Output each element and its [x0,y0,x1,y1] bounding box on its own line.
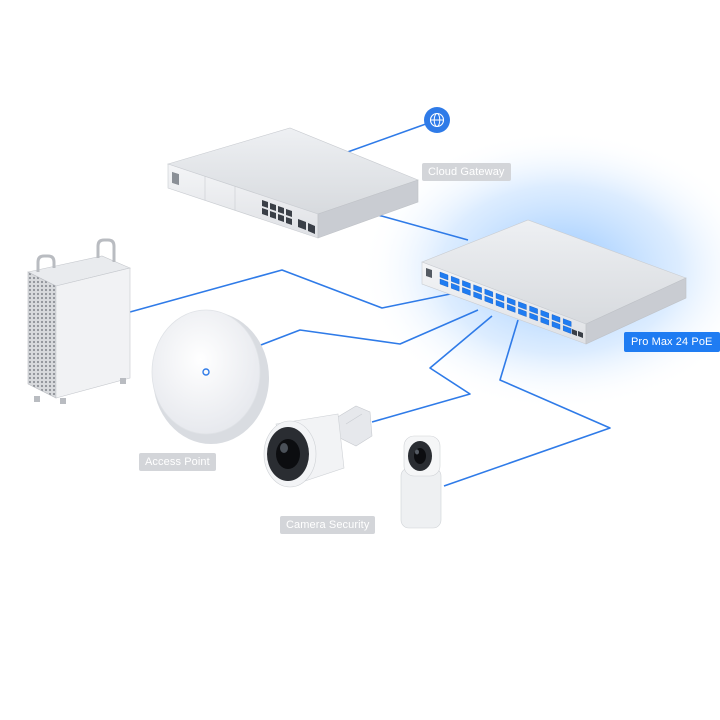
access-point-device [151,309,269,444]
cable-internet [341,119,438,155]
bullet-camera-device [263,405,373,488]
switch-port [563,325,572,334]
mac-pro-device [27,238,131,404]
globe-icon [424,107,450,133]
switch-port [473,291,482,301]
cable-camera-dome [443,319,611,487]
switch-port [484,288,493,298]
switch-port [462,287,471,296]
dome-camera-device [400,435,442,529]
access-point-label: Access Point [139,453,216,471]
cloud-gateway-label: Cloud Gateway [422,163,511,181]
switch-ports [439,271,583,338]
switch-sfp-port [578,331,583,338]
switch-port [540,316,549,326]
switch-device [421,219,687,345]
switch-port [540,309,549,319]
cable-camera-bullet [371,315,493,423]
switch-sfp-port [572,329,577,336]
switch-label: Pro Max 24 PoE [624,332,720,352]
switch-port [529,305,538,315]
camera-label: Camera Security [280,516,376,534]
switch-port [462,280,471,289]
switch-port [507,297,516,306]
switch-port [495,292,505,302]
switch-port [451,282,460,292]
cable-access-point [231,309,479,357]
switch-port [551,314,561,323]
switch-port [529,312,538,322]
switch-port [473,284,482,294]
switch-port [518,301,527,310]
switch-port [451,275,460,285]
switch-port [507,304,516,313]
switch-port [518,308,527,317]
cable-mac-pro [129,269,461,313]
access-point-status-light [202,368,210,376]
switch-port [439,271,449,281]
switch-port [495,299,505,309]
cloud-gateway-device [166,127,419,239]
switch-port [551,321,561,330]
switch-port [563,318,572,327]
switch-port [484,295,493,305]
switch-port [439,278,449,288]
cables [129,119,611,487]
gateway-ports [262,200,315,234]
